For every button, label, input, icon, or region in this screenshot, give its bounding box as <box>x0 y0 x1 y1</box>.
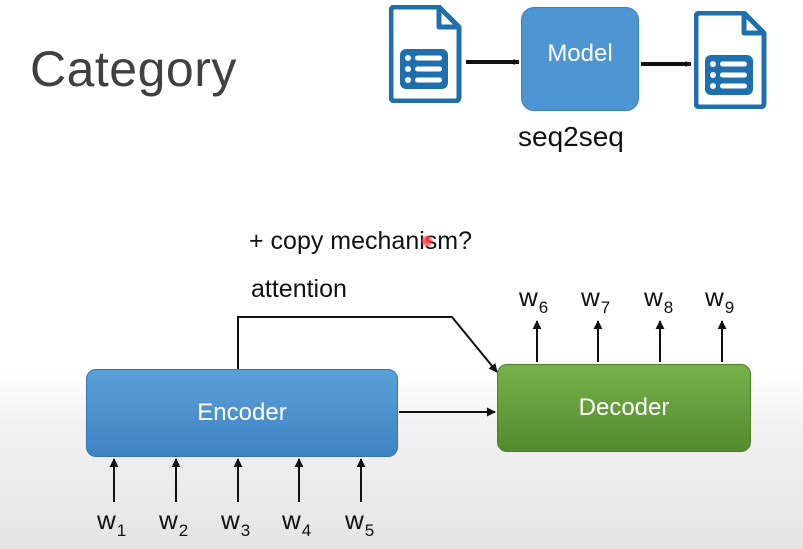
input-word-w4: w4 <box>282 505 312 540</box>
slide-title: Category <box>30 41 237 97</box>
model-box: Model <box>521 7 639 111</box>
pointer-dot <box>421 235 433 247</box>
encoder-label: Encoder <box>197 399 287 426</box>
output-word-w8: w8 <box>644 282 674 317</box>
decoder-label: Decoder <box>578 394 670 421</box>
output-word-w6: w6 <box>519 282 549 317</box>
decoder-box: Decoder <box>497 364 751 452</box>
output-document-icon <box>694 11 768 109</box>
attention-connector <box>237 316 498 373</box>
encoder-box: Encoder <box>86 369 398 457</box>
output-word-w7: w7 <box>581 282 611 317</box>
input-word-w5: w5 <box>345 505 375 540</box>
attention-label: attention <box>251 275 347 303</box>
input-word-w3: w3 <box>221 505 251 540</box>
output-word-w9: w9 <box>705 282 735 317</box>
input-document-icon <box>389 5 463 103</box>
input-word-w2: w2 <box>159 505 189 540</box>
seq2seq-caption: seq2seq <box>518 121 624 152</box>
input-word-w1: w1 <box>97 505 127 540</box>
copy-mechanism-label: + copy mechanism? <box>249 227 473 255</box>
model-label: Model <box>547 40 613 67</box>
